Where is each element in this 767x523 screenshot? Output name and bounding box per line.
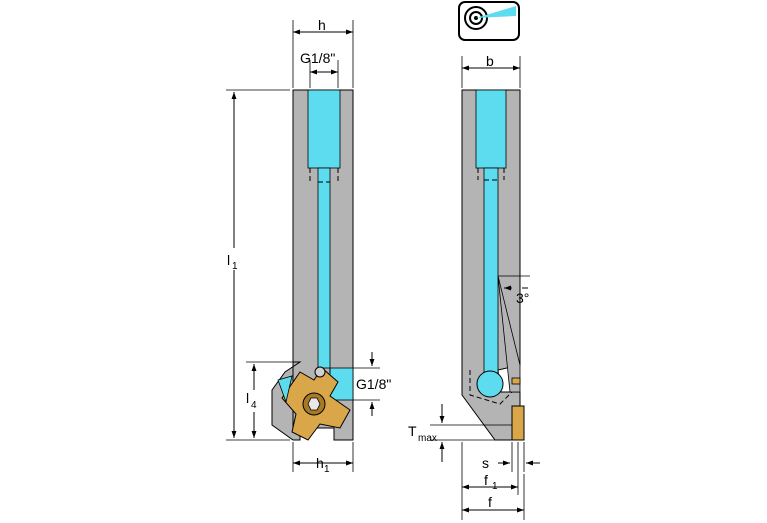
label-b: b: [486, 53, 494, 69]
side-insert: [511, 405, 525, 441]
insert-screw-hex: [307, 397, 321, 411]
label-l4-sub: 4: [251, 400, 257, 411]
dimension-s: s: [482, 442, 540, 472]
label-l1-sub: 1: [232, 261, 238, 272]
dimension-g-side: G1/8": [353, 352, 391, 416]
label-g-side: G1/8": [356, 376, 391, 392]
label-l4: l: [246, 390, 249, 406]
label-g-top: G1/8": [300, 50, 335, 66]
dimension-l1: l 1: [222, 89, 290, 441]
side-view: [461, 89, 525, 441]
side-coolant-bore-top: [475, 89, 507, 169]
clamp-pin: [314, 366, 326, 378]
side-coolant-outlet: [476, 370, 504, 398]
front-coolant-channel: [317, 167, 331, 369]
dimension-l4: l 4: [243, 361, 300, 438]
label-s: s: [482, 455, 489, 471]
dimension-tmax: T max: [408, 404, 512, 462]
dimension-angle: 3°: [498, 275, 530, 306]
label-l1: l: [227, 252, 230, 268]
side-insert-tip: [511, 377, 521, 385]
dimension-h: h: [292, 17, 354, 88]
coolant-through-icon: [458, 1, 520, 41]
front-view: [271, 89, 354, 441]
front-seat-pocket: [277, 375, 293, 404]
label-h1: h: [316, 455, 324, 471]
label-angle: 3°: [516, 290, 529, 306]
dimension-f: f: [462, 474, 525, 520]
label-f1: f: [484, 472, 488, 488]
label-h: h: [318, 17, 326, 33]
side-coolant-channel: [483, 167, 499, 374]
dimension-f1: f 1: [461, 442, 519, 520]
front-coolant-bore-top: [307, 89, 341, 169]
svg-text:l: l: [227, 252, 230, 268]
label-tmax: T: [408, 423, 417, 439]
dimension-h1: h 1: [292, 442, 354, 475]
label-f: f: [488, 494, 492, 510]
dimension-g-top: G1/8": [300, 50, 339, 88]
dimension-b: b: [461, 53, 521, 88]
side-insert-seat: [497, 275, 521, 393]
label-h1-sub: 1: [324, 464, 330, 475]
label-tmax-sub: max: [418, 433, 437, 444]
label-f1-sub: 1: [492, 481, 498, 492]
